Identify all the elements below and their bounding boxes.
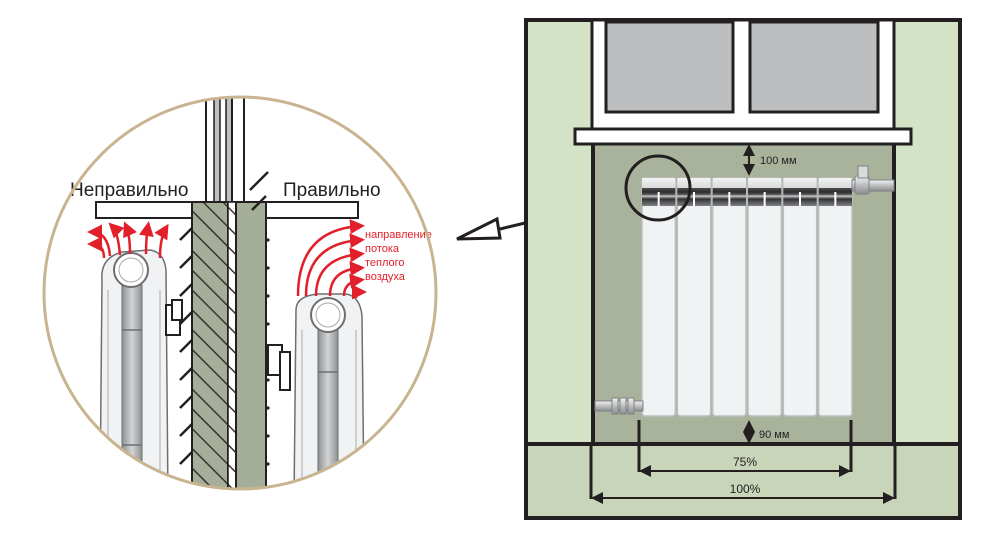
airflow-note-line-2: потока — [365, 243, 400, 255]
label-correct: Правильно — [283, 180, 381, 201]
sill-right — [265, 201, 359, 219]
radiator-section — [782, 177, 818, 417]
dimension-bottom-gap: 90 мм — [743, 420, 789, 444]
airflow-arrows-incorrect — [87, 221, 169, 259]
supply-pipe — [851, 165, 895, 195]
radiator-correct — [267, 293, 365, 489]
return-pipe — [594, 397, 644, 415]
dimension-top-gap: 100 мм — [743, 144, 797, 176]
radiator-section — [711, 177, 747, 417]
dimension-niche-width: 100% — [589, 444, 897, 504]
airflow-note-line-4: воздуха — [365, 271, 406, 283]
width-niche-label: 100% — [730, 482, 761, 496]
airflow-note-line-1: направление — [365, 229, 432, 241]
front-view: 100 мм 90 мм 75% 100% — [524, 18, 962, 520]
airflow-arrows-correct — [296, 219, 367, 300]
wall-section — [179, 171, 270, 489]
radiator-section — [817, 177, 853, 417]
gap-top-label: 100 мм — [760, 155, 797, 167]
radiator — [641, 177, 853, 417]
width-radiator-label: 75% — [733, 455, 757, 469]
window-frame-section — [205, 97, 245, 203]
dimension-radiator-width: 75% — [637, 420, 853, 477]
radiator-incorrect — [99, 249, 183, 489]
gap-bottom-label: 90 мм — [759, 429, 789, 441]
detail-view: Неправильно Правильно направление потока… — [42, 95, 438, 491]
detail-ring — [42, 95, 438, 491]
label-incorrect: Неправильно — [70, 180, 188, 201]
radiator-section — [676, 177, 712, 417]
window-sill — [573, 127, 913, 146]
window-pane-right — [748, 20, 880, 114]
sill-left — [95, 201, 197, 219]
airflow-note-line-3: теплого — [365, 257, 405, 269]
detail-marker-circle — [624, 154, 692, 222]
radiator-section — [641, 177, 677, 417]
airflow-note: направление потока теплого воздуха — [365, 229, 432, 283]
radiator-section — [747, 177, 783, 417]
window-pane-left — [604, 20, 735, 114]
